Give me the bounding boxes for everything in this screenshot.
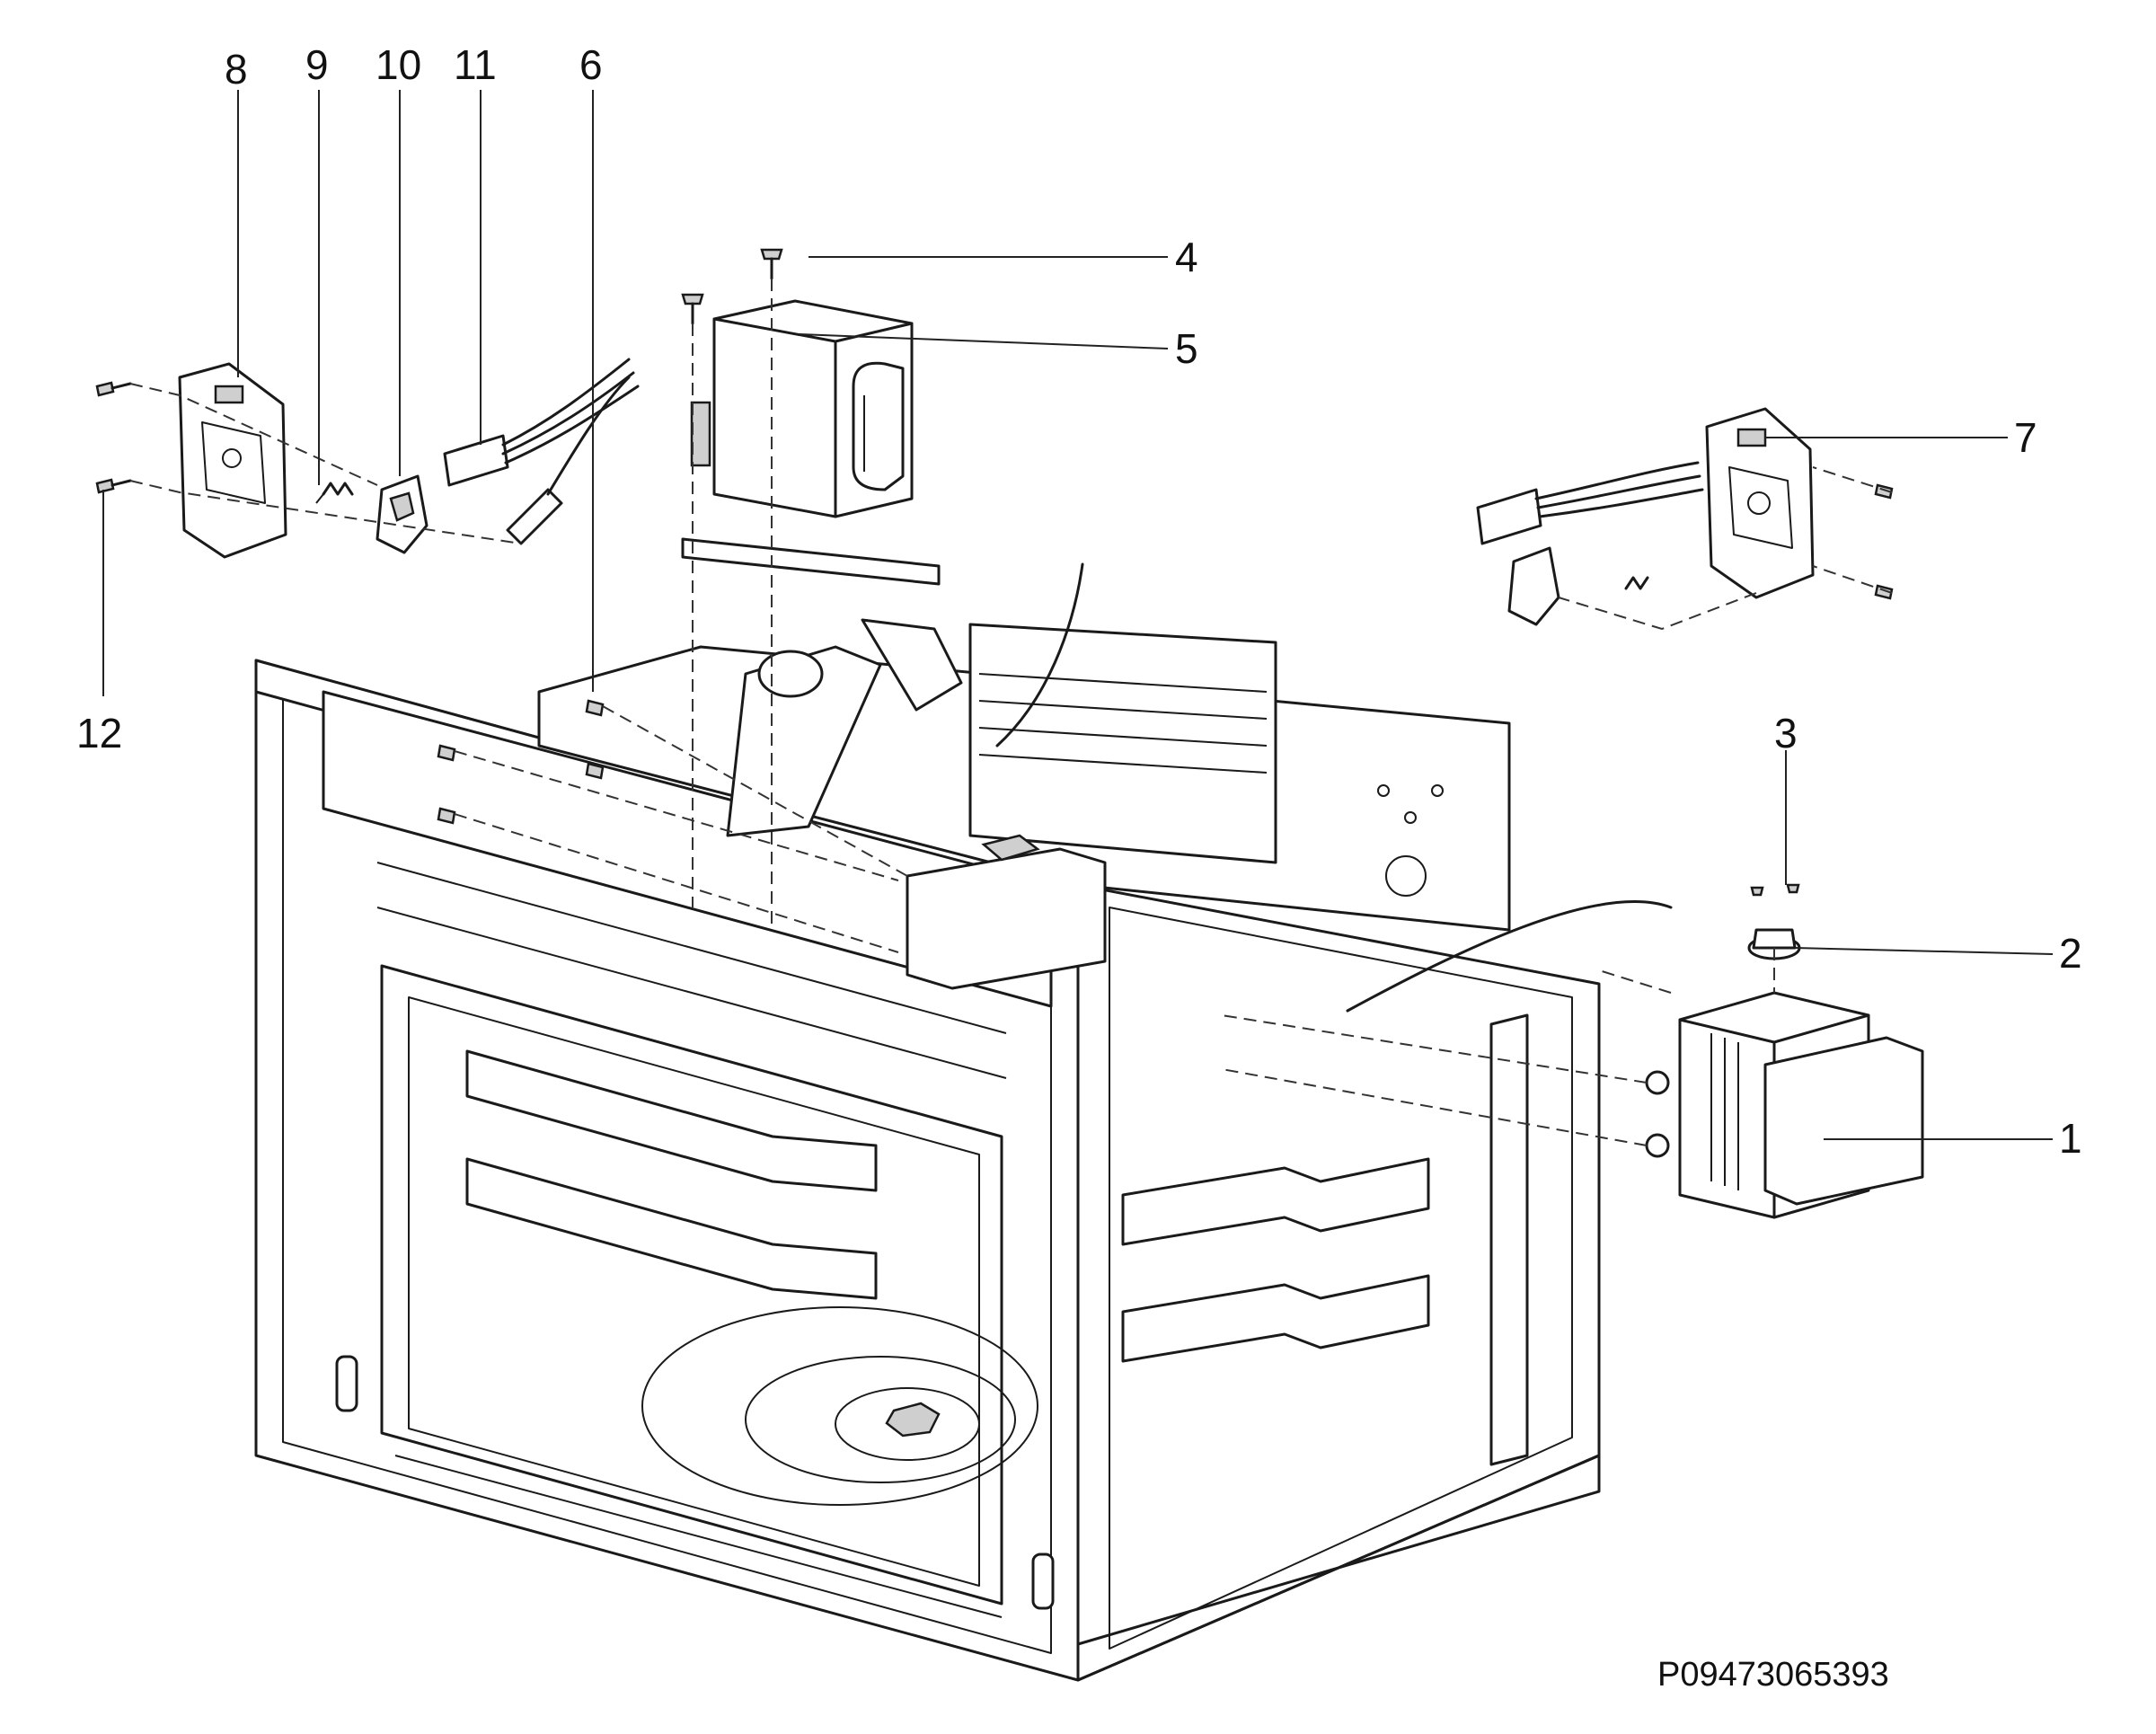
oven-cavity-frame (254, 659, 1601, 1682)
callout-labels: 1 2 3 4 5 6 7 8 9 10 11 12 (76, 41, 2082, 1162)
top-chassis (537, 562, 1673, 1013)
leader-lines (102, 90, 2054, 1140)
part-10-lever (376, 474, 429, 554)
callout-11: 11 (454, 41, 497, 88)
callout-4: 4 (1175, 234, 1198, 280)
callout-6: 6 (579, 41, 603, 88)
callout-3: 3 (1774, 710, 1798, 756)
callout-9: 9 (305, 41, 329, 88)
part-4-screw-second (681, 293, 704, 325)
part-6-screw (437, 699, 605, 825)
callout-12: 12 (76, 710, 122, 756)
part-12-screw-upper (95, 381, 132, 397)
part-9-spring (315, 482, 354, 504)
callout-7: 7 (2014, 414, 2037, 461)
callout-1: 1 (2059, 1115, 2082, 1162)
part-7-switch-bracket-right (1476, 407, 1894, 626)
callout-10: 10 (376, 41, 421, 88)
callout-5: 5 (1175, 325, 1198, 372)
part-8-switch-bracket-left (178, 362, 287, 559)
callout-8: 8 (225, 46, 248, 93)
drawing-code: P09473065393 (1657, 1656, 1889, 1694)
part-12-screw-lower (95, 478, 132, 494)
part-4-screw (760, 248, 783, 280)
part-1-magnetron (1645, 991, 1924, 1219)
assembly-lines (129, 279, 1893, 1146)
part-11-microswitch (443, 358, 640, 545)
part-3-screws (1750, 883, 1800, 897)
part-5-transformer (681, 299, 941, 586)
callout-2: 2 (2059, 930, 2082, 977)
